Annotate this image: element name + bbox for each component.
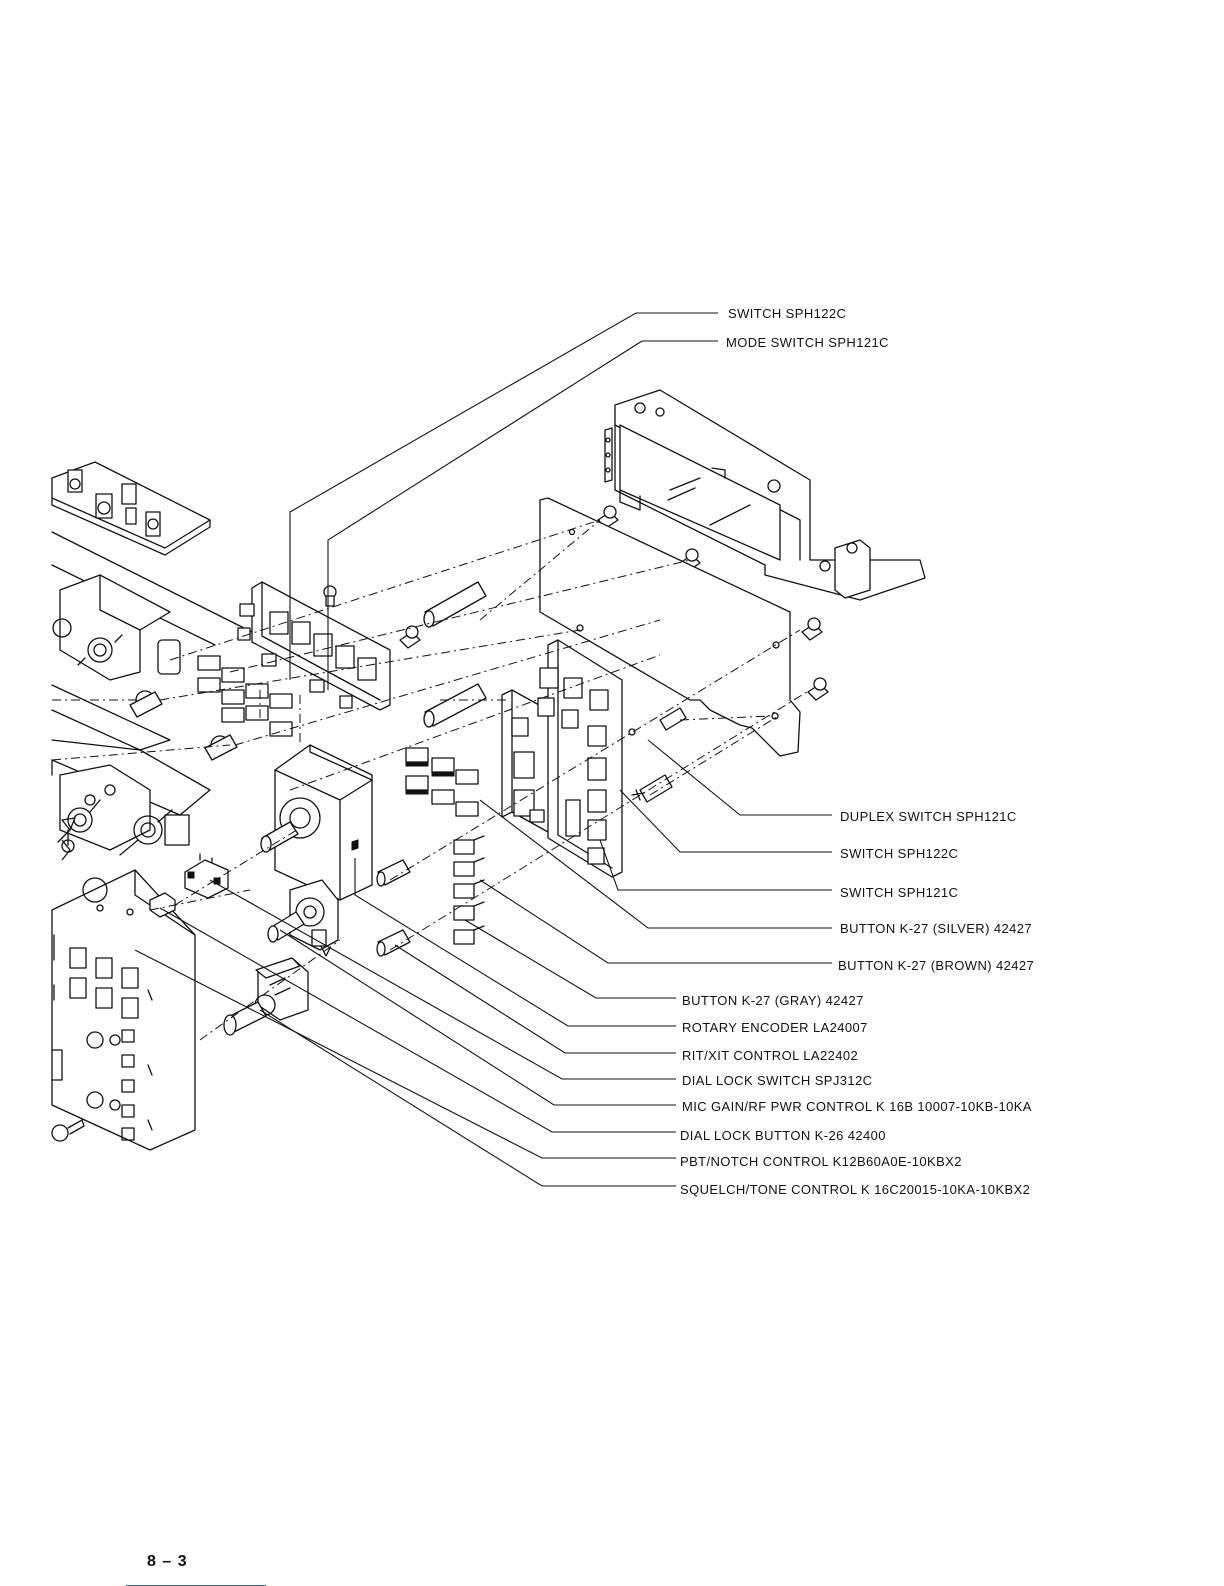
label-switch-sph122c-top: SWITCH SPH122C (728, 306, 846, 321)
button-group-center (405, 747, 479, 817)
leader-squelch-tone (259, 1009, 676, 1187)
label-switch-sph121c: SWITCH SPH121C (840, 885, 958, 900)
spacers (129, 581, 687, 957)
left-chassis (51, 531, 253, 861)
leader-mode-switch (327, 340, 718, 690)
panel-small-screw (61, 817, 76, 846)
leader-switch-sph122c (619, 789, 832, 853)
label-button-silver: BUTTON K-27 (SILVER) 42427 (840, 921, 1032, 936)
leader-rit-xit (394, 944, 676, 1054)
label-squelch-tone-control: SQUELCH/TONE CONTROL K 16C20015-10KA-10K… (680, 1182, 1030, 1197)
leader-pbt-notch (134, 949, 676, 1159)
panel-button-holes (69, 947, 139, 1141)
label-pbt-notch-control: PBT/NOTCH CONTROL K12B60A0E-10KBX2 (680, 1154, 962, 1169)
label-switch-sph122c: SWITCH SPH122C (840, 846, 958, 861)
rotary-encoder-part (260, 744, 373, 901)
dial-lock-switch-part (149, 853, 229, 918)
label-dial-lock-switch: DIAL LOCK SWITCH SPJ312C (682, 1073, 872, 1088)
leader-lines (134, 312, 832, 1187)
leader-duplex-switch (647, 739, 832, 816)
label-rotary-encoder: ROTARY ENCODER LA24007 (682, 1020, 868, 1035)
switch-board-right (501, 639, 636, 878)
label-mic-gain-control: MIC GAIN/RF PWR CONTROL K 16B 10007-10KB… (682, 1099, 1032, 1114)
leader-mic-gain (279, 929, 676, 1106)
part-labels: SWITCH SPH122C MODE SWITCH SPH121C DUPLE… (680, 306, 1034, 1197)
leader-rotary-encoder (354, 858, 676, 1027)
label-button-brown: BUTTON K-27 (BROWN) 42427 (838, 958, 1034, 973)
leader-button-silver (479, 799, 832, 929)
label-button-gray: BUTTON K-27 (GRAY) 42427 (682, 993, 864, 1008)
label-dial-lock-button: DIAL LOCK BUTTON K-26 42400 (680, 1128, 886, 1143)
button-group-left (197, 655, 293, 737)
page-number: 8 – 3 (147, 1553, 188, 1570)
button-stack (453, 835, 485, 945)
panel-screw (51, 1119, 85, 1142)
leader-button-gray (464, 919, 676, 999)
squelch-control-part (223, 957, 309, 1036)
front-panel (51, 817, 196, 1151)
label-rit-xit-control: RIT/XIT CONTROL LA22402 (682, 1048, 858, 1063)
board-switch-keys (511, 667, 609, 865)
meter-unit (604, 389, 926, 601)
leader-switch-sph122c-top (289, 312, 718, 680)
leader-switch-sph121c (599, 839, 832, 891)
top-left-jack-board (51, 461, 211, 556)
leader-dial-lock-switch (209, 879, 676, 1080)
label-duplex-switch: DUPLEX SWITCH SPH121C (840, 809, 1017, 824)
leader-button-brown (479, 879, 832, 964)
mode-switch-board (237, 581, 391, 711)
label-mode-switch: MODE SWITCH SPH121C (726, 335, 889, 350)
leader-dial-lock-button (159, 907, 676, 1133)
